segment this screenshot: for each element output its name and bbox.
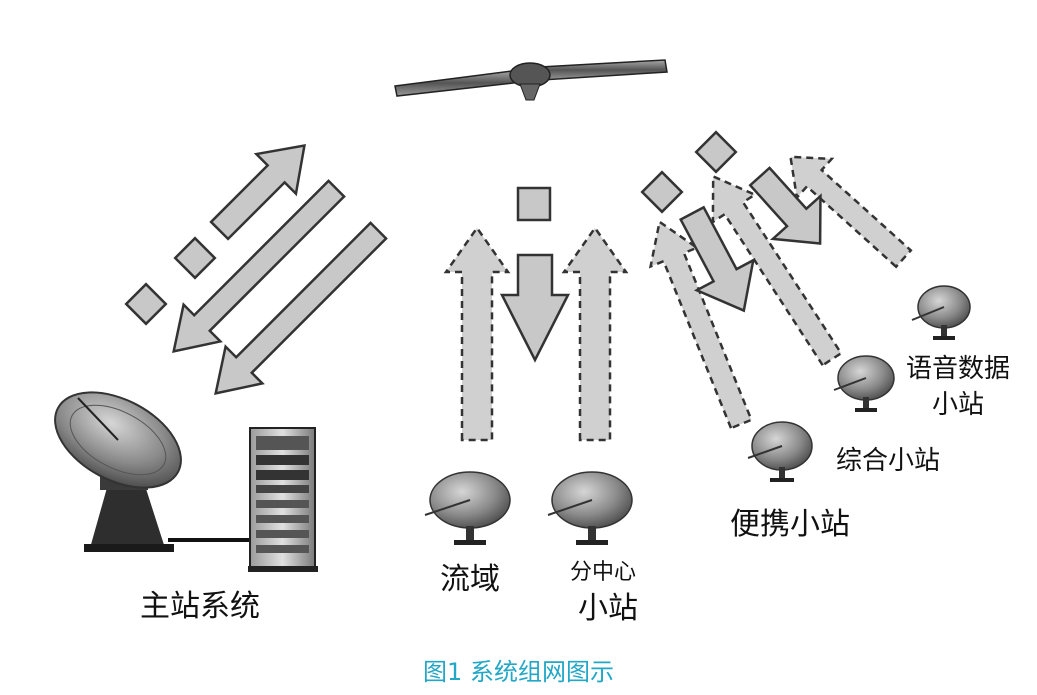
satellite-icon: [394, 59, 668, 101]
signal-packet-icon: [124, 282, 168, 326]
signal-packet-icon: [516, 186, 552, 222]
basin-dish-icon: [424, 471, 511, 545]
basin-label: 流域: [440, 562, 500, 597]
downlink-arrow-main-2: [214, 221, 388, 395]
subcenter-dish-icon: [547, 471, 633, 545]
uplink-arrow-portable: [648, 219, 754, 430]
downlink-arrow-main-1: [172, 179, 346, 353]
voice-data-label-line2: 小站: [932, 390, 985, 420]
sub-center-label-line1: 分中心: [570, 560, 637, 585]
portable-station-label: 便携小站: [730, 507, 850, 542]
portable-dish-icon: [747, 421, 813, 482]
uplink-arrow-subcenter: [561, 225, 629, 442]
downlink-arrow-portable: [679, 205, 756, 313]
server-rack-icon: [248, 427, 318, 572]
figure-caption: 图1 系统组网图示: [423, 658, 614, 686]
integrated-station-label: 综合小站: [836, 446, 941, 476]
downlink-arrow-center: [499, 253, 571, 363]
signal-packet-icon: [640, 170, 684, 214]
sub-center-label-line2: 小站: [578, 591, 638, 626]
main-station-dish-icon: [54, 391, 182, 552]
uplink-arrow-integrated: [711, 174, 843, 367]
downlink-arrow-integrated: [748, 166, 822, 245]
voice-data-label-line1: 语音数据: [906, 354, 1011, 384]
voice-data-dish-icon: [911, 285, 971, 340]
signal-packet-icon: [694, 130, 738, 174]
integrated-dish-icon: [833, 355, 895, 412]
main-station-label: 主站系统: [140, 589, 260, 624]
uplink-arrow-main: [209, 144, 306, 241]
uplink-arrow-basin: [443, 225, 511, 442]
signal-packet-icon: [173, 236, 217, 280]
uplink-arrow-voice-data: [789, 155, 913, 269]
